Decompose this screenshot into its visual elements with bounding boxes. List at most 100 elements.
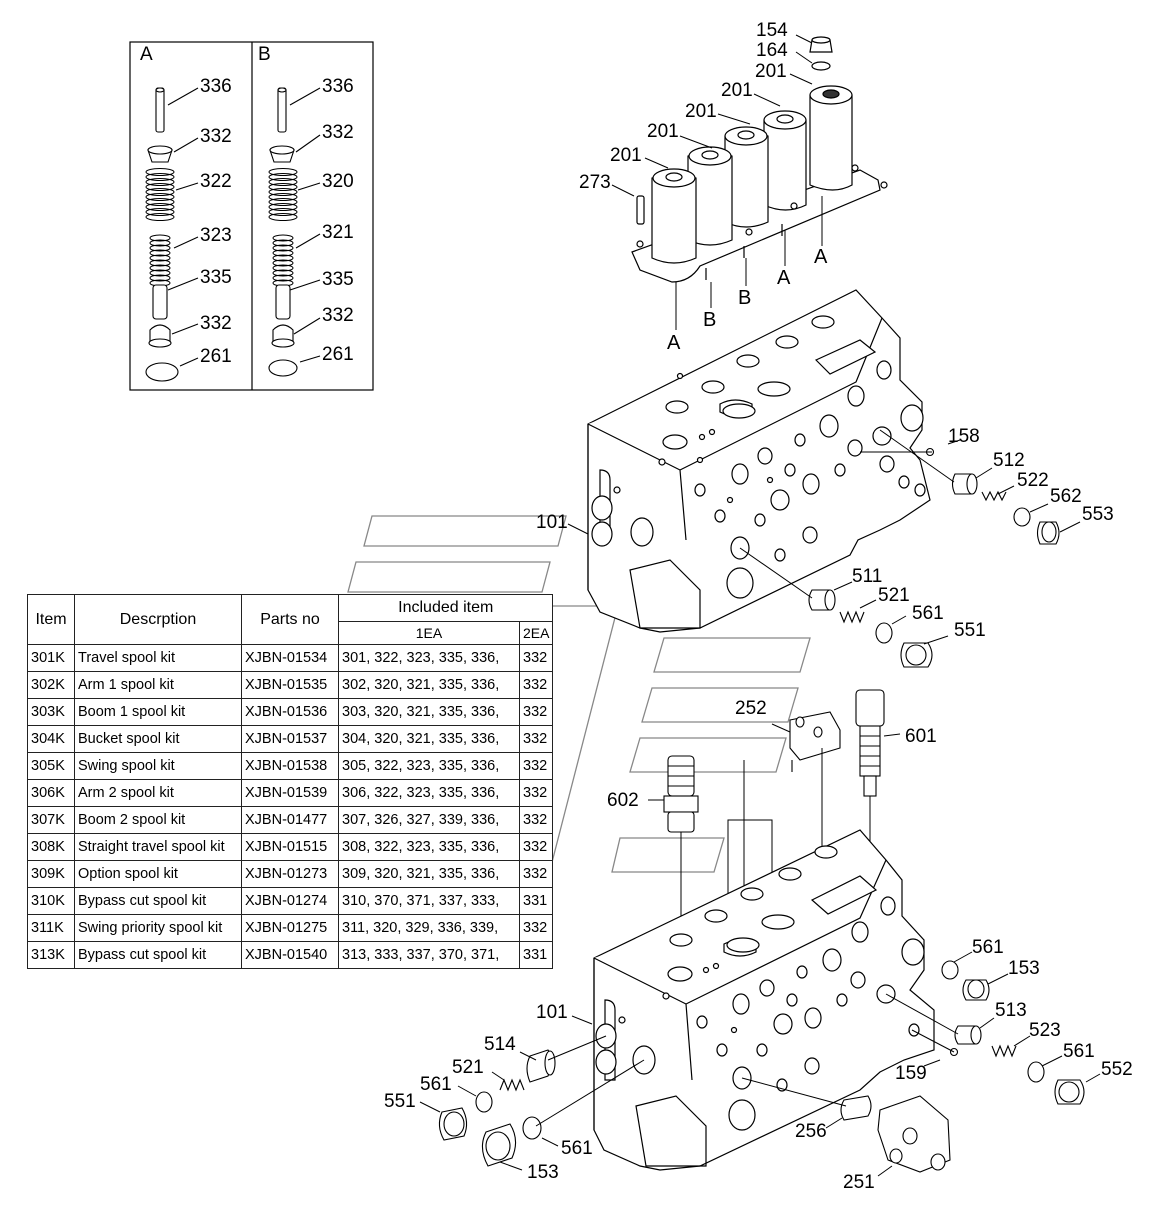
callout-602: 602 — [607, 790, 639, 811]
bottom-valve-body — [593, 829, 935, 1171]
callout-513: 513 — [995, 1000, 1027, 1021]
callout-522: 522 — [1017, 470, 1049, 491]
callout-201: 201 — [685, 101, 717, 122]
callout-252: 252 — [735, 698, 767, 719]
cell-description: Straight travel spool kit — [74, 833, 242, 861]
cell-part-no: XJBN-01536 — [241, 698, 339, 726]
cell-item: 301K — [27, 644, 75, 672]
header-item: Item — [27, 594, 75, 645]
inset-b-title: B — [258, 44, 271, 65]
cell-part-no: XJBN-01515 — [241, 833, 339, 861]
callout-521: 521 — [452, 1057, 484, 1078]
inset-b-label: 321 — [322, 222, 354, 243]
top-valve-callouts: 154 164 201 201 201 201 201 273 A B B A … — [536, 20, 1114, 641]
callout-101: 101 — [536, 512, 568, 533]
callout-561: 561 — [561, 1138, 593, 1159]
callout-158: 158 — [948, 426, 980, 447]
callout-561: 561 — [420, 1074, 452, 1095]
cell-included-1ea: 307, 326, 327, 339, 336, — [338, 806, 520, 834]
inset-a-label: 335 — [200, 267, 232, 288]
bottom-valve-callouts: 252 601 602 561 153 513 523 561 552 159 … — [384, 698, 1133, 1193]
spool-kit-table: Item Descrption Parts no Included item 1… — [27, 594, 554, 969]
cell-description: Travel spool kit — [74, 644, 242, 672]
cell-item: 306K — [27, 779, 75, 807]
callout-523: 523 — [1029, 1020, 1061, 1041]
cell-included-2ea: 332 — [518, 752, 554, 780]
inset-a-label: 332 — [200, 126, 232, 147]
cell-included-1ea: 310, 370, 371, 337, 333, — [338, 887, 520, 915]
callout-273: 273 — [579, 172, 611, 193]
callout-561: 561 — [912, 603, 944, 624]
callout-154: 154 — [756, 20, 788, 41]
cell-part-no: XJBN-01534 — [241, 644, 339, 672]
cell-part-no: XJBN-01273 — [241, 860, 339, 888]
cell-description: Arm 2 spool kit — [74, 779, 242, 807]
bottom-valve-plugs — [438, 960, 1085, 1173]
cell-included-2ea: 331 — [518, 887, 554, 915]
callout-164: 164 — [756, 40, 788, 61]
cell-included-1ea: 301, 322, 323, 335, 336, — [338, 644, 520, 672]
cell-item: 311K — [27, 914, 75, 942]
cell-included-1ea: 304, 320, 321, 335, 336, — [338, 725, 520, 753]
callout-b: B — [703, 309, 716, 331]
cell-included-2ea: 332 — [518, 860, 554, 888]
inset-a-labels: 336 332 322 323 335 332 261 — [200, 76, 232, 367]
cell-item: 309K — [27, 860, 75, 888]
callout-201: 201 — [610, 145, 642, 166]
cell-included-1ea: 309, 320, 321, 335, 336, — [338, 860, 520, 888]
inset-b-labels: 336 332 320 321 335 332 261 — [322, 76, 354, 365]
header-parts-no: Parts no — [241, 594, 339, 645]
bottom-valve-top-parts — [663, 689, 885, 833]
cell-item: 302K — [27, 671, 75, 699]
cell-description: Boom 1 spool kit — [74, 698, 242, 726]
cell-item: 303K — [27, 698, 75, 726]
cell-included-2ea: 332 — [518, 671, 554, 699]
cell-description: Boom 2 spool kit — [74, 806, 242, 834]
inset-a-label: 261 — [200, 346, 232, 367]
table-header-row: Item Descrption Parts no Included item — [27, 594, 554, 645]
callout-562: 562 — [1050, 486, 1082, 507]
callout-521: 521 — [878, 585, 910, 606]
cell-description: Option spool kit — [74, 860, 242, 888]
cell-item: 304K — [27, 725, 75, 753]
inset-a-label: 332 — [200, 313, 232, 334]
callout-a: A — [814, 246, 828, 268]
callout-153: 153 — [527, 1162, 559, 1183]
callout-512: 512 — [993, 450, 1025, 471]
cell-included-1ea: 311, 320, 329, 336, 339, — [338, 914, 520, 942]
inset-a-label: 323 — [200, 225, 232, 246]
cell-part-no: XJBN-01535 — [241, 671, 339, 699]
cell-included-2ea: 332 — [518, 779, 554, 807]
top-valve-plugs — [808, 447, 1060, 668]
callout-251: 251 — [843, 1172, 875, 1193]
cell-item: 307K — [27, 806, 75, 834]
inset-b-label: 261 — [322, 344, 354, 365]
cell-item: 310K — [27, 887, 75, 915]
inset-b-label: 335 — [322, 269, 354, 290]
cell-included-1ea: 308, 322, 323, 335, 336, — [338, 833, 520, 861]
cell-included-2ea: 331 — [518, 941, 554, 969]
callout-256: 256 — [795, 1121, 827, 1142]
cell-description: Bucket spool kit — [74, 725, 242, 753]
inset-a-parts — [145, 87, 199, 382]
inset-b-parts — [268, 87, 321, 377]
cell-part-no: XJBN-01539 — [241, 779, 339, 807]
cell-item: 313K — [27, 941, 75, 969]
callout-a: A — [777, 267, 791, 289]
cell-included-1ea: 303, 320, 321, 335, 336, — [338, 698, 520, 726]
cell-description: Arm 1 spool kit — [74, 671, 242, 699]
callout-514: 514 — [484, 1034, 516, 1055]
inset-b-label: 336 — [322, 76, 354, 97]
callout-601: 601 — [905, 726, 937, 747]
callout-201: 201 — [647, 121, 679, 142]
callout-a: A — [667, 332, 681, 354]
inset-a-title: A — [140, 44, 153, 65]
cell-included-2ea: 332 — [518, 914, 554, 942]
